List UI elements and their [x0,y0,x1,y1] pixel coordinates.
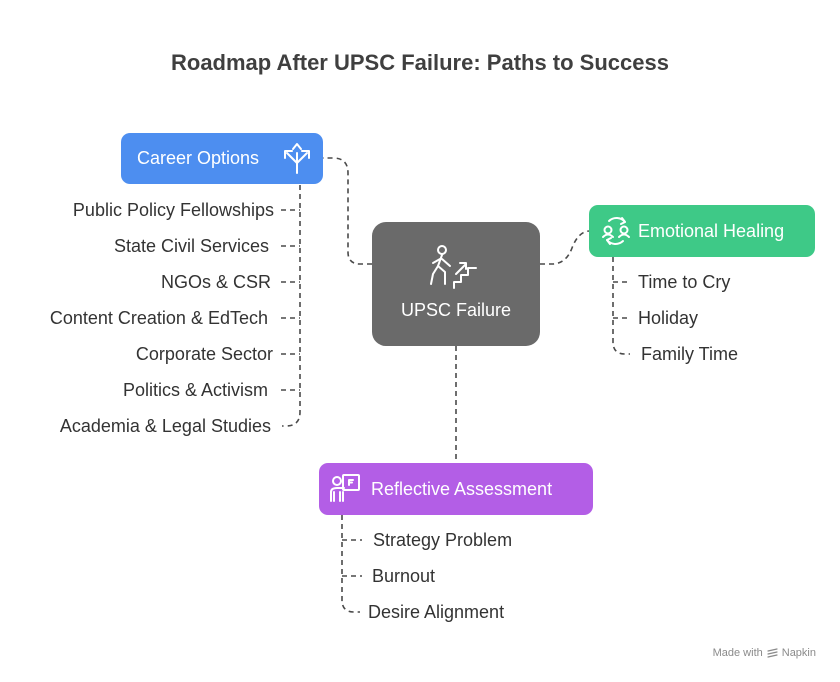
career-item-7: Academia & Legal Studies [59,416,271,436]
career-item-5: Corporate Sector [135,344,273,364]
reflective-assessment-node: Reflective Assessment [319,463,593,515]
napkin-brand: Napkin [781,647,816,659]
reflective-bracket [341,515,360,613]
career-item-3: NGOs & CSR [160,272,271,292]
reflective-item-2: Burnout [372,566,436,586]
reflective-item-1: Strategy Problem [373,530,513,550]
connector-center-career [323,157,372,265]
napkin-logo-icon [767,647,778,658]
recycle-heads-icon [602,217,630,245]
reflective-assessment-label: Reflective Assessment [371,479,553,499]
diverging-arrows-icon [284,143,310,174]
career-options-label: Career Options [137,148,260,168]
made-with-napkin-footer: Made with Napkin [713,647,816,659]
emotional-healing-node: Emotional Healing [589,205,815,257]
reflective-item-3: Desire Alignment [368,602,505,622]
career-item-6: Politics & Activism [122,380,268,400]
upsc-failure-node: UPSC Failure [372,222,540,346]
career-item-2: State Civil Services [113,236,269,256]
upsc-failure-label: UPSC Failure [400,300,512,320]
career-item-4: Content Creation & EdTech [49,308,268,328]
person-at-board-icon [330,474,360,502]
emotional-bracket [612,257,630,355]
made-with-label: Made with [712,647,763,659]
career-options-node: Career Options [121,133,323,184]
emotional-healing-label: Emotional Healing [638,221,785,241]
page-title: Roadmap After UPSC Failure: Paths to Suc… [171,50,669,75]
person-climbing-stairs-icon [430,245,477,289]
emotional-item-2: Holiday [638,308,699,328]
career-bracket [282,185,301,427]
emotional-item-3: Family Time [641,344,739,364]
career-item-1: Public Policy Fellowships [72,200,274,220]
emotional-item-1: Time to Cry [638,272,731,292]
connector-center-emotional [540,230,590,265]
